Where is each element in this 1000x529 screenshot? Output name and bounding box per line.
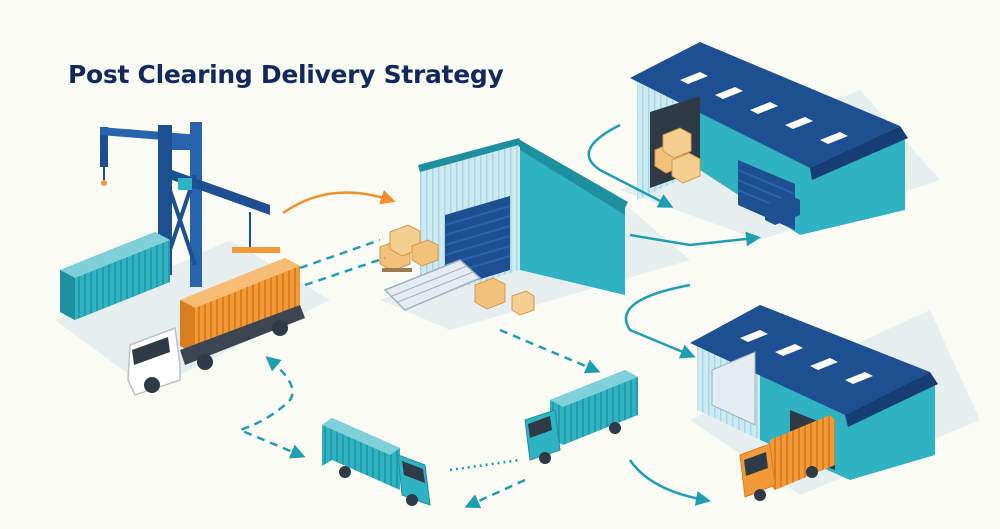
cardboard-box-icon xyxy=(654,127,800,225)
diagram-title: Post Clearing Delivery Strategy xyxy=(68,60,504,89)
container-truck-icon xyxy=(524,370,638,464)
box-truck-icon xyxy=(739,415,835,501)
shipping-container-icon xyxy=(60,232,170,320)
warehouse-icon xyxy=(383,138,628,311)
cardboard-box-icon xyxy=(379,224,535,316)
container-truck-icon xyxy=(322,418,431,506)
flow-arrow-icon xyxy=(236,123,761,509)
container-truck-icon xyxy=(127,258,305,396)
